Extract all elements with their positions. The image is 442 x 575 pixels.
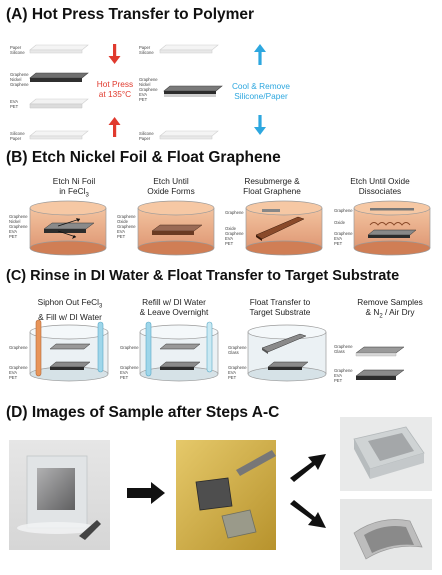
a-right-paper-top bbox=[159, 44, 219, 51]
b-step1-caption-text: Etch Ni Foil in FeCl bbox=[52, 176, 96, 196]
b-step3-labels: Oxide Graphene EVA PET bbox=[225, 226, 244, 246]
a-left-layers bbox=[29, 44, 266, 140]
a-left-label-stack: Graphene Nickel Graphene bbox=[10, 72, 29, 87]
b-step3-caption: Resubmerge & Float Graphene bbox=[243, 176, 301, 196]
b-step1-caption: Etch Ni Foil in FeCl3 bbox=[34, 176, 114, 201]
a-right-combined-stack bbox=[163, 85, 223, 92]
c-dish-3 bbox=[247, 324, 327, 382]
cool-remove-arrow-up bbox=[254, 44, 266, 65]
photo-sample-on-glass bbox=[9, 440, 110, 550]
c-step4-caption-c: / Air Dry bbox=[382, 307, 415, 317]
hot-press-label: Hot Press at 135°C bbox=[96, 79, 134, 99]
photo-samples-on-table-art bbox=[176, 440, 276, 550]
c-step1-caption-a: Siphon Out FeCl bbox=[37, 297, 99, 307]
c-step4-caption-b: & N bbox=[365, 307, 380, 317]
a-eva-pet-sheet bbox=[29, 98, 89, 105]
b-step2-caption: Etch Until Oxide Forms bbox=[147, 176, 195, 196]
photo-sample-on-glass-art bbox=[17, 455, 101, 540]
section-d-title: (D) Images of Sample after Steps A-C bbox=[6, 404, 280, 421]
b-step1-labels: Graphene Nickel Graphene EVA PET bbox=[9, 214, 28, 239]
b-step4-label-graphene: Graphene bbox=[334, 208, 353, 213]
c-step4-label-graphene-glass: Graphene Glass bbox=[334, 344, 353, 354]
c-dish-1 bbox=[29, 319, 109, 382]
a-right-label-stack: Graphene Nickel Graphene EVA PET bbox=[139, 77, 158, 102]
c-step4-caption: Remove Samples & N2 / Air Dry bbox=[346, 297, 434, 322]
c-step2-label-graphene: Graphene bbox=[120, 345, 139, 350]
c-dishes bbox=[29, 319, 405, 382]
hot-press-arrow-down bbox=[108, 44, 121, 64]
c-dish-2 bbox=[139, 321, 219, 382]
c-step1-caption-b: & Fill w/ DI Water bbox=[38, 311, 102, 322]
b-dish-3 bbox=[245, 200, 323, 256]
b-step2-labels: Graphene Oxide Graphene EVA PET bbox=[117, 214, 136, 239]
c-step1-labels: Graphene EVA PET bbox=[9, 365, 28, 380]
c-step4-labels: Graphene EVA PET bbox=[334, 368, 353, 383]
cool-remove-arrow-down bbox=[254, 115, 266, 135]
photo-graphene-on-glass-art bbox=[353, 426, 425, 479]
c-step1-label-graphene: Graphene bbox=[9, 345, 28, 350]
arrow-down-right-icon bbox=[290, 500, 326, 528]
c-step3-labels: Graphene EVA PET bbox=[228, 365, 247, 380]
cool-remove-label: Cool & Remove Silicone/Paper bbox=[231, 81, 291, 101]
c-step2-caption: Refill w/ DI Water & Leave Overnight bbox=[139, 297, 209, 317]
section-c-title: (C) Rinse in DI Water & Float Transfer t… bbox=[6, 268, 400, 284]
a-right-label-paper-silicone: Paper Silicone bbox=[139, 45, 154, 55]
b-step4-label-oxide: Oxide bbox=[334, 220, 345, 225]
b-dishes bbox=[29, 200, 431, 256]
section-b-title: (B) Etch Nickel Foil & Float Graphene bbox=[6, 149, 281, 166]
b-step1-subscript: 3 bbox=[85, 192, 89, 199]
a-graphene-nickel-stack bbox=[29, 72, 89, 79]
a-left-label-silicone-paper: Silicone Paper bbox=[10, 131, 25, 141]
b-dish-4 bbox=[353, 200, 431, 256]
c-step3-caption: Float Transfer to Target Substrate bbox=[249, 297, 311, 317]
c-dried-samples bbox=[355, 346, 405, 380]
c-step1-subscript: 3 bbox=[99, 303, 103, 310]
c-step4-caption-a: Remove Samples bbox=[357, 297, 423, 307]
b-dish-2 bbox=[137, 200, 215, 256]
c-step3-label-graphene-glass: Graphene Glass bbox=[228, 345, 247, 355]
arrow-up-right-icon bbox=[290, 454, 326, 482]
a-paper-sheet-bottom bbox=[29, 130, 89, 137]
photo-graphene-on-glass bbox=[340, 417, 432, 491]
a-left-label-eva-pet: EVA PET bbox=[10, 99, 19, 109]
b-dish-1 bbox=[29, 200, 107, 256]
photo-graphene-on-pet bbox=[340, 499, 432, 570]
b-step4-labels: Graphene EVA PET bbox=[334, 231, 353, 246]
b-step3-label-graphene: Graphene bbox=[225, 210, 244, 215]
arrow-right-icon bbox=[127, 482, 165, 504]
hot-press-arrow-up bbox=[108, 117, 121, 137]
c-step1-caption: Siphon Out FeCl3 & Fill w/ DI Water bbox=[24, 297, 116, 322]
section-a-title: (A) Hot Press Transfer to Polymer bbox=[6, 6, 255, 23]
photo-samples-on-table bbox=[176, 440, 276, 550]
a-left-label-paper-silicone: Paper Silicone bbox=[10, 45, 25, 55]
b-step4-caption: Etch Until Oxide Dissociates bbox=[350, 176, 410, 196]
a-right-label-silicone-paper: Silicone Paper bbox=[139, 131, 154, 141]
a-right-paper-bottom bbox=[159, 130, 219, 137]
c-step4-subscript: 2 bbox=[379, 313, 383, 320]
a-paper-sheet-top bbox=[29, 44, 89, 51]
photo-graphene-on-pet-art bbox=[353, 519, 423, 560]
c-step2-labels: Graphene EVA PET bbox=[120, 365, 139, 380]
